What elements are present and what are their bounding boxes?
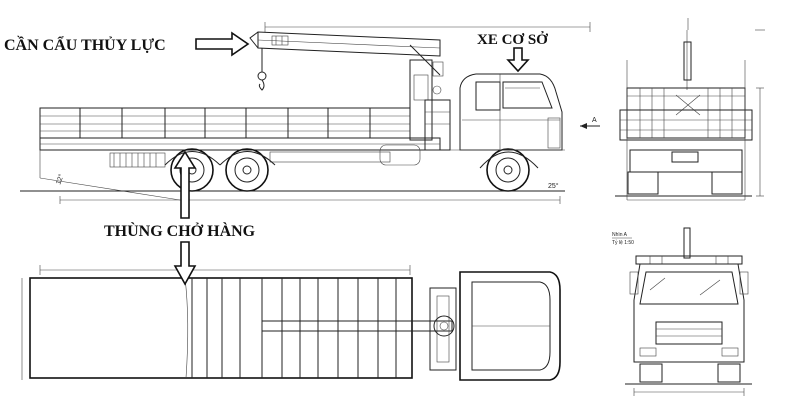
side-view: 12° 25° (20, 22, 600, 204)
view-a-marker: A (580, 117, 600, 129)
rear-view (615, 18, 765, 201)
view-a-label: A (592, 117, 597, 124)
svg-text:12°: 12° (54, 173, 65, 186)
cargo-up-arrow (173, 150, 197, 219)
chassis-label: XE CƠ SỞ (477, 31, 548, 48)
view-scale: Tỷ lệ 1:50 (612, 239, 634, 246)
crane-callout-arrow (195, 31, 250, 57)
svg-text:25°: 25° (548, 182, 559, 190)
crane-label: CẦN CẨU THỦY LỰC (4, 35, 166, 54)
truck-cab-side (450, 73, 565, 151)
cargo-box-side (39, 107, 441, 201)
truck-cab-top (459, 271, 561, 381)
cargo-box-label: THÙNG CHỞ HÀNG (104, 221, 256, 240)
view-title: Nhìn A (612, 232, 628, 238)
front-wheel (479, 148, 539, 192)
cargo-box-top (29, 277, 413, 379)
chassis-callout-arrow (506, 47, 530, 73)
front-view: Nhìn A Tỷ lệ 1:50 (612, 227, 752, 396)
crane-mount (409, 59, 451, 151)
crane-boom (249, 31, 441, 91)
top-view (21, 265, 561, 381)
cargo-down-arrow (173, 241, 197, 286)
